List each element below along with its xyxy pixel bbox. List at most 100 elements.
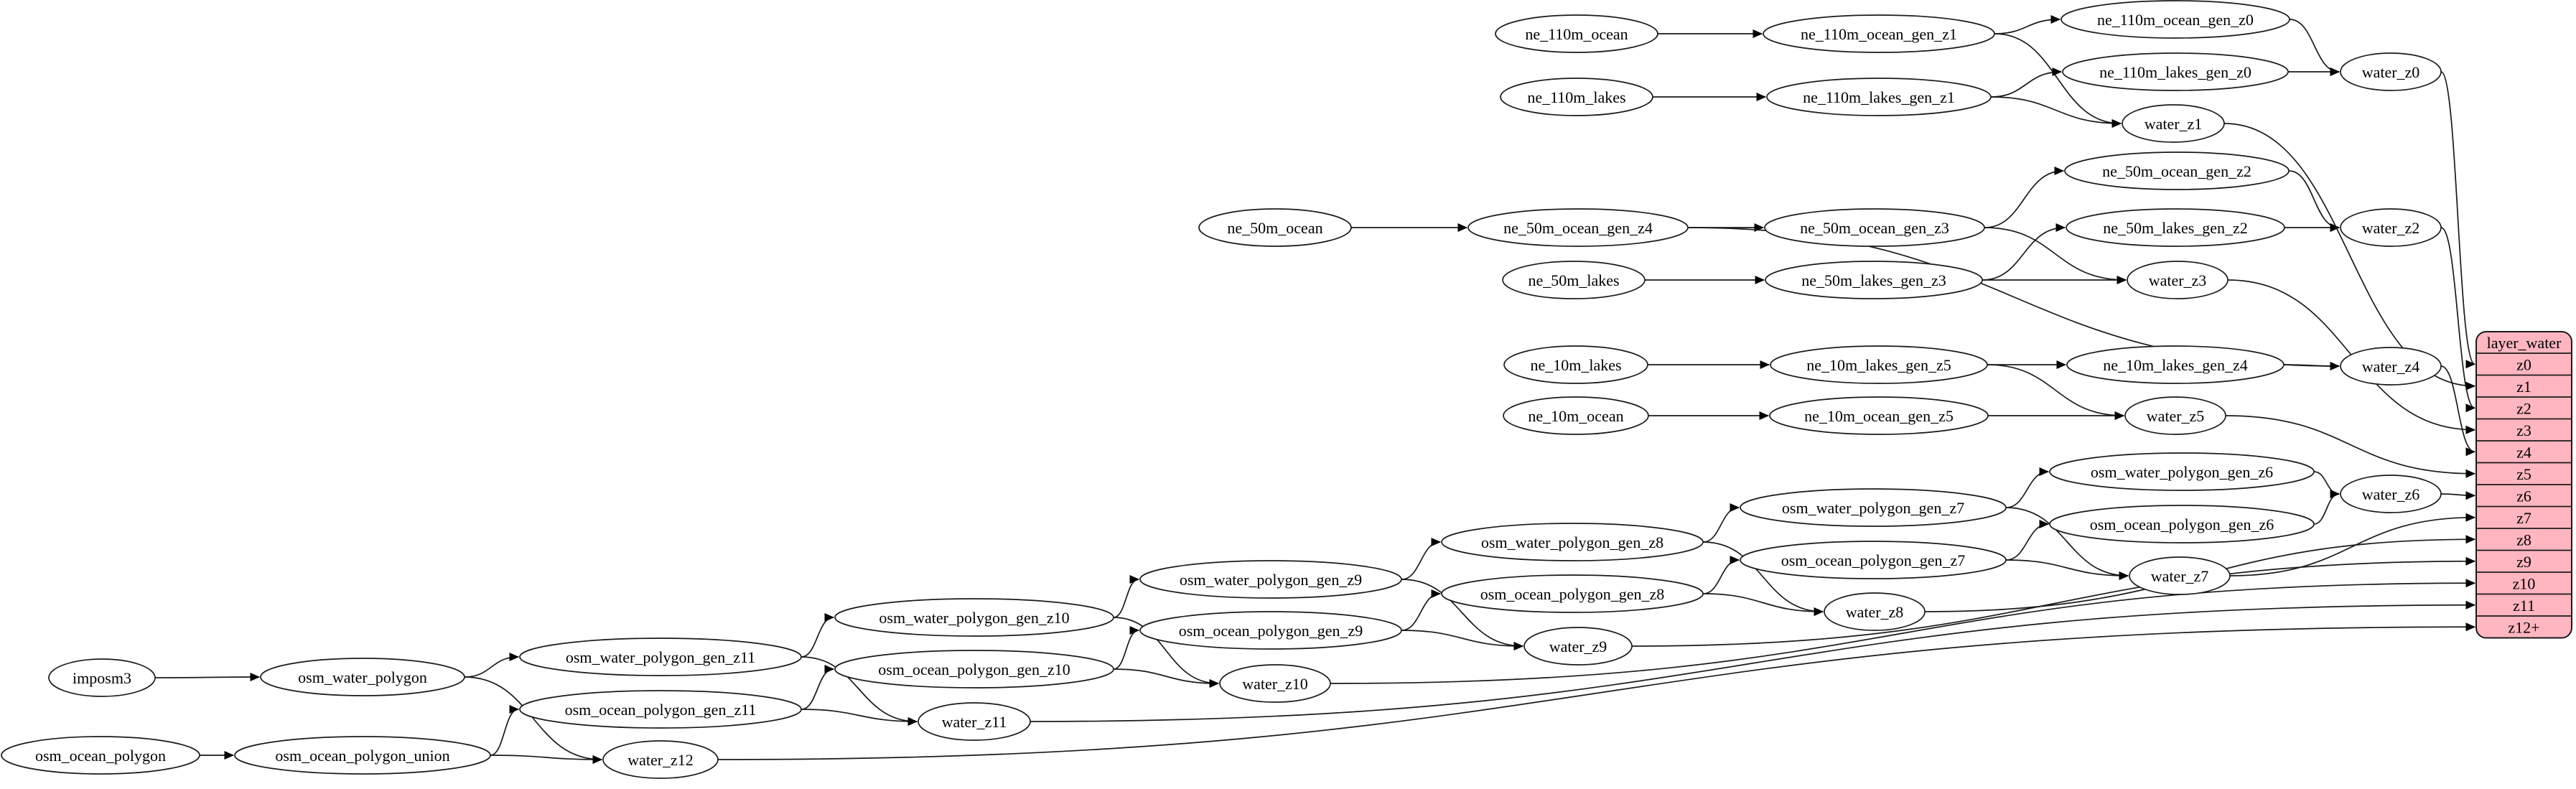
edge-osm_water_polygon_gen_z6-to-water_z6: [2313, 471, 2341, 498]
graph-node-ne_10m_lakes_gen_z4-label: ne_10m_lakes_gen_z4: [2103, 356, 2248, 374]
graph-node-ne_50m_lakes_gen_z3: ne_50m_lakes_gen_z3: [1765, 261, 1983, 299]
layer-water-row-z7: z7: [2516, 509, 2531, 527]
graph-node-water_z10-shape: [1219, 664, 1331, 703]
edge-water_z10-to-layer-water-z10: [1330, 579, 2476, 684]
graph-node-water_z12-shape: [602, 740, 719, 779]
graph-node-osm_ocean_polygon_gen_z8: osm_ocean_polygon_gen_z8: [1441, 574, 1704, 613]
graph-node-osm_ocean_polygon_gen_z9: osm_ocean_polygon_gen_z9: [1139, 611, 1402, 650]
edge-ne_50m_lakes_gen_z3-to-ne_50m_lakes_gen_z2: [1982, 223, 2066, 281]
edge-water_z2-to-layer-water-z2: [2440, 227, 2476, 413]
graph-node-ne_10m_ocean: ne_10m_ocean: [1503, 396, 1649, 435]
graph-node-water_z4: water_z4: [2340, 347, 2442, 386]
graph-node-ne_50m_lakes_gen_z3-label: ne_50m_lakes_gen_z3: [1801, 271, 1946, 289]
graph-node-osm_water_polygon_gen_z10-shape: [834, 598, 1114, 637]
edge-osm_water_polygon_gen_z9-to-water_z9: [1401, 579, 1524, 650]
graph-node-ne_50m_ocean-shape: [1198, 208, 1352, 247]
graph-node-osm_ocean_polygon_union: osm_ocean_polygon_union: [234, 736, 491, 775]
graph-node-water_z5-shape: [2124, 396, 2226, 435]
graph-node-osm_water_polygon-shape: [260, 658, 465, 696]
edge-osm_water_polygon_gen_z7-to-osm_water_polygon_gen_z6: [2005, 467, 2050, 508]
layer-water-row-z8: z8: [2516, 531, 2531, 548]
graph-node-ne_110m_lakes_gen_z1: ne_110m_lakes_gen_z1: [1766, 78, 1992, 116]
layer-water-row-z1: z1: [2516, 378, 2531, 396]
graph-node-water_z1: water_z1: [2122, 104, 2225, 143]
graph-node-osm_ocean_polygon_gen_z11-label: osm_ocean_polygon_gen_z11: [565, 701, 757, 719]
graph-node-ne_10m_ocean-label: ne_10m_ocean: [1528, 407, 1623, 425]
graph-node-ne_50m_lakes_gen_z3-shape: [1765, 261, 1983, 299]
graph-node-osm_water_polygon_gen_z11: osm_water_polygon_gen_z11: [519, 638, 802, 676]
edge-osm_ocean_polygon_gen_z9-to-osm_ocean_polygon_gen_z8: [1401, 589, 1442, 631]
edge-water_z5-to-layer-water-z5: [2225, 415, 2476, 478]
graph-node-water_z6: water_z6: [2340, 475, 2442, 513]
graph-node-ne_110m_ocean_gen_z0-shape: [2061, 0, 2290, 39]
edge-osm_water_polygon_gen_z8-to-osm_water_polygon_gen_z7: [1702, 503, 1740, 543]
graph-node-water_z3-shape: [2127, 261, 2229, 299]
graph-node-water_z1-shape: [2122, 104, 2225, 143]
graph-node-water_z3-label: water_z3: [2149, 271, 2207, 289]
graph-node-ne_50m_lakes-label: ne_50m_lakes: [1528, 271, 1619, 289]
layer-water-row-z5: z5: [2516, 465, 2531, 483]
layer-water-row-z2: z2: [2516, 399, 2531, 417]
graph-node-osm_water_polygon_gen_z10: osm_water_polygon_gen_z10: [834, 598, 1114, 637]
layer-water-row-z9: z9: [2516, 553, 2531, 571]
graph-node-water_z5: water_z5: [2124, 396, 2226, 435]
edge-ne_110m_lakes_gen_z1-to-water_z1: [1990, 96, 2122, 128]
graph-node-ne_10m_lakes_gen_z5: ne_10m_lakes_gen_z5: [1770, 345, 1988, 384]
graph-node-ne_110m_ocean_gen_z0-label: ne_110m_ocean_gen_z0: [2097, 11, 2254, 29]
edge-osm_ocean_polygon_union-to-water_z12: [490, 755, 603, 764]
graph-node-osm_water_polygon_gen_z11-shape: [519, 638, 802, 676]
graph-node-water_z9-shape: [1523, 627, 1633, 666]
graph-node-ne_10m_lakes_gen_z5-shape: [1770, 345, 1988, 384]
edge-ne_50m_ocean_gen_z3-to-water_z3: [1984, 227, 2127, 284]
graph-node-water_z12-label: water_z12: [627, 751, 694, 769]
graph-node-ne_50m_lakes_gen_z2-label: ne_50m_lakes_gen_z2: [2103, 219, 2248, 237]
layer-water-table: layer_waterz0z1z2z3z4z5z6z7z8z9z10z11z12…: [2475, 331, 2572, 639]
edge-osm_ocean_polygon_gen_z10-to-osm_ocean_polygon_gen_z9: [1113, 626, 1140, 670]
edge-water_z7-to-layer-water-z7: [2229, 513, 2476, 576]
edge-water_z9-to-layer-water-z9: [1631, 556, 2476, 647]
graph-node-osm_ocean_polygon_gen_z6-label: osm_ocean_polygon_gen_z6: [2090, 515, 2274, 533]
graph-node-osm_ocean_polygon_gen_z7-label: osm_ocean_polygon_gen_z7: [1781, 551, 1966, 569]
edge-osm_water_polygon_gen_z10-to-water_z10: [1113, 617, 1220, 688]
edge-osm_water_polygon-to-osm_water_polygon_gen_z11: [464, 653, 520, 678]
graph-node-ne_50m_ocean_gen_z4: ne_50m_ocean_gen_z4: [1467, 208, 1689, 247]
edge-ne_110m_ocean_gen_z0-to-water_z0: [2289, 19, 2341, 76]
graph-node-water_z6-shape: [2340, 475, 2442, 513]
graph-node-osm_ocean_polygon: osm_ocean_polygon: [1, 736, 200, 775]
graph-node-osm_ocean_polygon_gen_z8-label: osm_ocean_polygon_gen_z8: [1480, 585, 1665, 603]
graph-node-ne_110m_lakes_gen_z0: ne_110m_lakes_gen_z0: [2062, 52, 2289, 91]
graph-node-osm_water_polygon_gen_z9: osm_water_polygon_gen_z9: [1139, 560, 1402, 599]
graph-node-ne_110m_lakes_gen_z0-shape: [2062, 52, 2289, 91]
edge-ne_110m_ocean_gen_z1-to-ne_110m_ocean_gen_z0: [1994, 15, 2061, 34]
graph-node-osm_ocean_polygon_union-label: osm_ocean_polygon_union: [275, 747, 449, 765]
graph-node-ne_10m_ocean_gen_z5: ne_10m_ocean_gen_z5: [1769, 396, 1989, 435]
graph-node-imposm3-shape: [48, 658, 156, 697]
graph-node-ne_50m_ocean_gen_z4-label: ne_50m_ocean_gen_z4: [1503, 219, 1653, 237]
edge-osm_ocean_polygon_gen_z11-to-osm_ocean_polygon_gen_z10: [801, 665, 835, 710]
edge-osm_water_polygon_gen_z10-to-osm_water_polygon_gen_z9: [1113, 575, 1140, 618]
graph-node-osm_ocean_polygon_gen_z10: osm_ocean_polygon_gen_z10: [834, 650, 1114, 688]
graph-node-water_z11-shape: [918, 702, 1031, 741]
graph-node-ne_50m_ocean_gen_z4-shape: [1467, 208, 1689, 247]
graph-node-ne_110m_ocean_gen_z1: ne_110m_ocean_gen_z1: [1763, 14, 1995, 53]
graph-node-water_z3: water_z3: [2127, 261, 2229, 299]
layer-water-row-z6: z6: [2516, 487, 2531, 505]
edge-osm_water_polygon_gen_z11-to-osm_water_polygon_gen_z10: [801, 613, 835, 658]
edge-ne_50m_ocean_gen_z3-to-ne_50m_ocean_gen_z2: [1984, 167, 2065, 228]
graph-node-water_z12: water_z12: [602, 740, 719, 779]
graph-node-osm_water_polygon_gen_z8-shape: [1441, 523, 1704, 561]
graph-node-osm_ocean_polygon_gen_z9-shape: [1139, 611, 1402, 650]
edge-osm_ocean_polygon_union-to-osm_ocean_polygon_gen_z11: [490, 705, 520, 756]
graph-node-ne_110m_ocean_gen_z1-label: ne_110m_ocean_gen_z1: [1801, 25, 1957, 43]
graph-node-osm_ocean_polygon_gen_z8-shape: [1441, 574, 1704, 613]
edge-water_z4-to-layer-water-z4: [2440, 365, 2476, 457]
graph-node-ne_10m_lakes_gen_z4: ne_10m_lakes_gen_z4: [2066, 345, 2285, 384]
graph-node-osm_water_polygon_gen_z7: osm_water_polygon_gen_z7: [1740, 488, 2007, 527]
graph-node-water_z0: water_z0: [2340, 52, 2442, 91]
edge-osm_water_polygon_gen_z11-to-water_z11: [801, 656, 918, 726]
graph-node-osm_water_polygon_gen_z8-label: osm_water_polygon_gen_z8: [1481, 533, 1663, 551]
edge-water_z6-to-layer-water-z6: [2440, 491, 2476, 500]
graph-node-ne_50m_ocean-label: ne_50m_ocean: [1227, 219, 1322, 237]
graph-node-osm_water_polygon_gen_z7-shape: [1740, 488, 2007, 527]
